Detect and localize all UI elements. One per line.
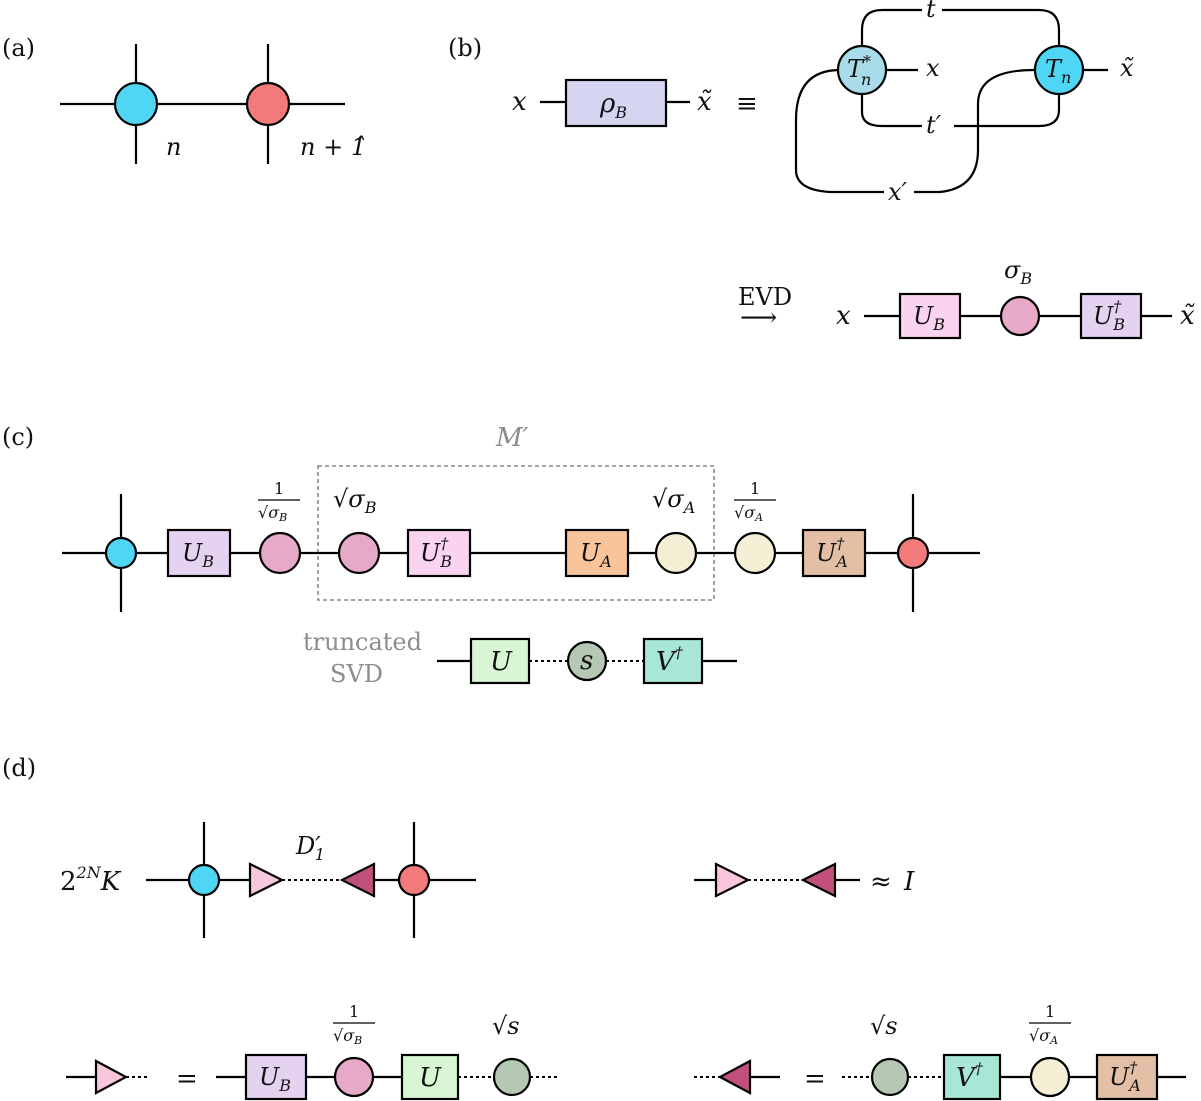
label-truncated: truncated	[303, 628, 422, 656]
label-prefactor: 22NK	[60, 863, 122, 897]
tensor-node-salmon-d	[397, 863, 431, 897]
tensor-node-n-plus-1	[245, 81, 291, 127]
frac-num-1-B: 1	[274, 479, 284, 498]
frac-num-1-A-d: 1	[1045, 1002, 1055, 1021]
label-U-A-dagger-c: U†A	[816, 534, 848, 571]
tensor-node-salmon-c	[896, 536, 930, 570]
label-U-svd: U	[490, 647, 513, 677]
box-U-A-c	[564, 528, 630, 578]
node-sqrt-s-left	[492, 1057, 532, 1097]
box-U-B-dagger	[1079, 292, 1143, 340]
label-U-A-c: UA	[580, 539, 612, 571]
label-U-B-dagger-c: U†B	[420, 534, 452, 571]
node-sqrt-sigma-B	[337, 531, 381, 575]
label-x-tilde-right: x̃	[1120, 54, 1134, 82]
approx-symbol: ≈	[870, 867, 892, 897]
box-V-dagger-svd	[642, 637, 704, 685]
tensor-node-T	[1033, 44, 1085, 96]
panel-d: (d) 22NK D′1 ≈ I = UB 1 √σB	[2, 754, 1186, 1101]
label-sqrt-s-right: √s	[870, 1012, 898, 1040]
projector-left-id	[800, 862, 837, 898]
box-U-B	[898, 292, 962, 340]
label-evd: EVD	[738, 283, 792, 311]
box-rho-B	[564, 78, 668, 128]
label-U-B-c: UB	[182, 539, 214, 571]
node-sqrt-sigma-A	[654, 531, 698, 575]
node-sigma-B	[999, 295, 1041, 337]
arrow-evd: ⟶	[740, 303, 777, 333]
node-inv-sqrt-sigma-A-d	[1029, 1056, 1071, 1098]
label-x-tilde-evd: x̃	[1180, 301, 1195, 331]
box-U-B-c	[166, 528, 232, 578]
projector-left-d	[339, 862, 376, 898]
label-t: t	[926, 0, 936, 23]
label-T-star: T*n	[847, 52, 871, 89]
node-inv-sqrt-sigma-B-d	[333, 1056, 375, 1098]
label-svd: SVD	[330, 660, 383, 688]
label-U-B-dagger: U†B	[1093, 297, 1125, 334]
panel-label-a: (a)	[2, 34, 35, 62]
frac-den-A: √σA	[734, 503, 763, 524]
label-U-B: UB	[913, 302, 945, 334]
box-U-B-dagger-c	[406, 528, 472, 578]
label-rho: ρB	[599, 89, 627, 122]
label-t-prime: t′	[926, 111, 942, 139]
label-sqrt-s-left: √s	[492, 1012, 520, 1040]
tensor-node-cyan-c	[104, 536, 138, 570]
label-sqrt-sigma-A: √σA	[652, 485, 695, 517]
label-n: n	[166, 133, 181, 161]
node-inv-sqrt-sigma-B	[258, 531, 302, 575]
label-x-evd: x	[836, 301, 851, 331]
box-V-dagger-d	[942, 1053, 1002, 1101]
projector-right-id	[714, 862, 751, 898]
projector-right-d	[248, 862, 285, 898]
panel-label-b: (b)	[448, 34, 482, 62]
frac-num-1-B-d: 1	[349, 1002, 359, 1021]
box-U-A-dagger-d	[1095, 1053, 1159, 1101]
frac-num-1-A: 1	[750, 479, 760, 498]
label-x-prime: x′	[888, 178, 908, 206]
equals-right: =	[804, 1064, 826, 1094]
box-U-d	[400, 1053, 460, 1101]
label-x-mid: x	[926, 54, 940, 82]
label-T: Tn	[1045, 55, 1071, 87]
panel-c: (c) M′ UB 1 √σB √σB U†B UA √σA 1 √σA U†A…	[2, 423, 980, 688]
label-n-plus-1: n + 1̂	[300, 133, 366, 161]
label-s-svd: s	[580, 646, 593, 676]
label-V-dagger-svd: V†	[656, 643, 684, 677]
frac-den-B: √σB	[258, 503, 287, 524]
projector-left-def	[717, 1059, 752, 1095]
panel-a: (a) n n + 1̂	[2, 34, 366, 164]
node-sqrt-s-right	[870, 1057, 910, 1097]
projector-right-def	[94, 1059, 129, 1095]
label-sqrt-sigma-B: √σB	[333, 485, 377, 517]
region-M-prime	[317, 465, 715, 601]
label-M-prime: M′	[495, 423, 529, 453]
tensor-node-T-star	[836, 44, 888, 96]
frac-den-B-d: √σB	[333, 1026, 362, 1047]
equiv-symbol: ≡	[736, 89, 758, 119]
label-x-left: x	[512, 87, 527, 117]
label-U-d: U	[419, 1063, 442, 1093]
panel-label-d: (d)	[2, 754, 36, 782]
label-U-B-d: UB	[259, 1063, 291, 1095]
panel-label-c: (c)	[2, 423, 34, 451]
node-inv-sqrt-sigma-A	[733, 531, 777, 575]
frac-den-A-d: √σA	[1029, 1026, 1058, 1047]
label-I: I	[903, 867, 915, 897]
label-sigma-B: σB	[1004, 256, 1032, 288]
label-V-dagger-d: V†	[956, 1059, 984, 1093]
tensor-node-cyan-d	[187, 863, 221, 897]
label-x-tilde-left: x̃	[697, 87, 712, 117]
panel-b: (b) x ρB x̃ ≡ T*n Tn x x̃ t t′ x′ EVD ⟶ …	[448, 0, 1195, 340]
label-D1-prime: D′1	[295, 832, 325, 864]
label-U-A-dagger-d: U†A	[1109, 1058, 1141, 1095]
tensor-node-n	[113, 81, 159, 127]
box-U-A-dagger-c	[801, 528, 867, 578]
equals-left: =	[176, 1064, 198, 1094]
